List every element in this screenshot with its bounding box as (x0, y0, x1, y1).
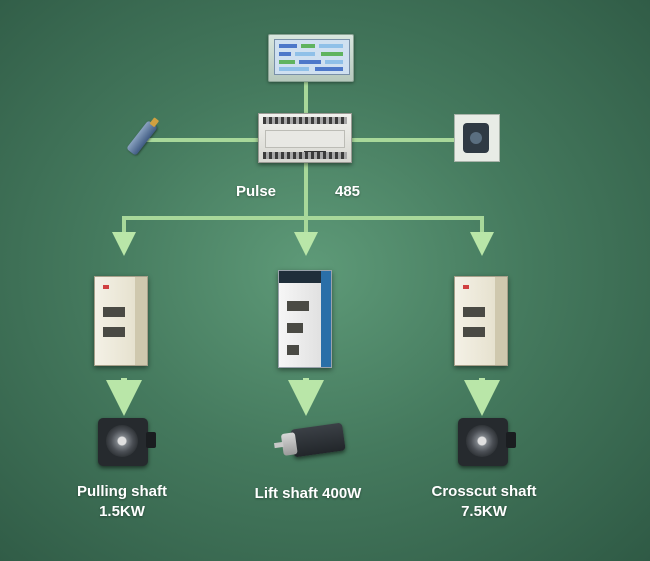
servo-motor-icon (458, 418, 516, 466)
servo-drive-icon (278, 270, 332, 368)
plc-icon (258, 113, 352, 163)
crosscut-shaft-power: 7.5KW (461, 503, 507, 520)
servo-drive-icon (94, 276, 148, 366)
rs485-label: 485 (335, 183, 361, 200)
hmi-panel-icon (268, 34, 354, 82)
lift-shaft-name: Lift shaft 400W (254, 485, 362, 502)
crosscut-shaft-name: Crosscut shaft (431, 483, 537, 500)
pulse-label: Pulse (236, 183, 277, 200)
servo-drive-icon (454, 276, 508, 366)
pulling-shaft-name: Pulling shaft (77, 483, 167, 500)
servo-motor-icon (98, 418, 156, 466)
encoder-icon (454, 114, 500, 162)
pulling-shaft-power: 1.5KW (99, 503, 145, 520)
